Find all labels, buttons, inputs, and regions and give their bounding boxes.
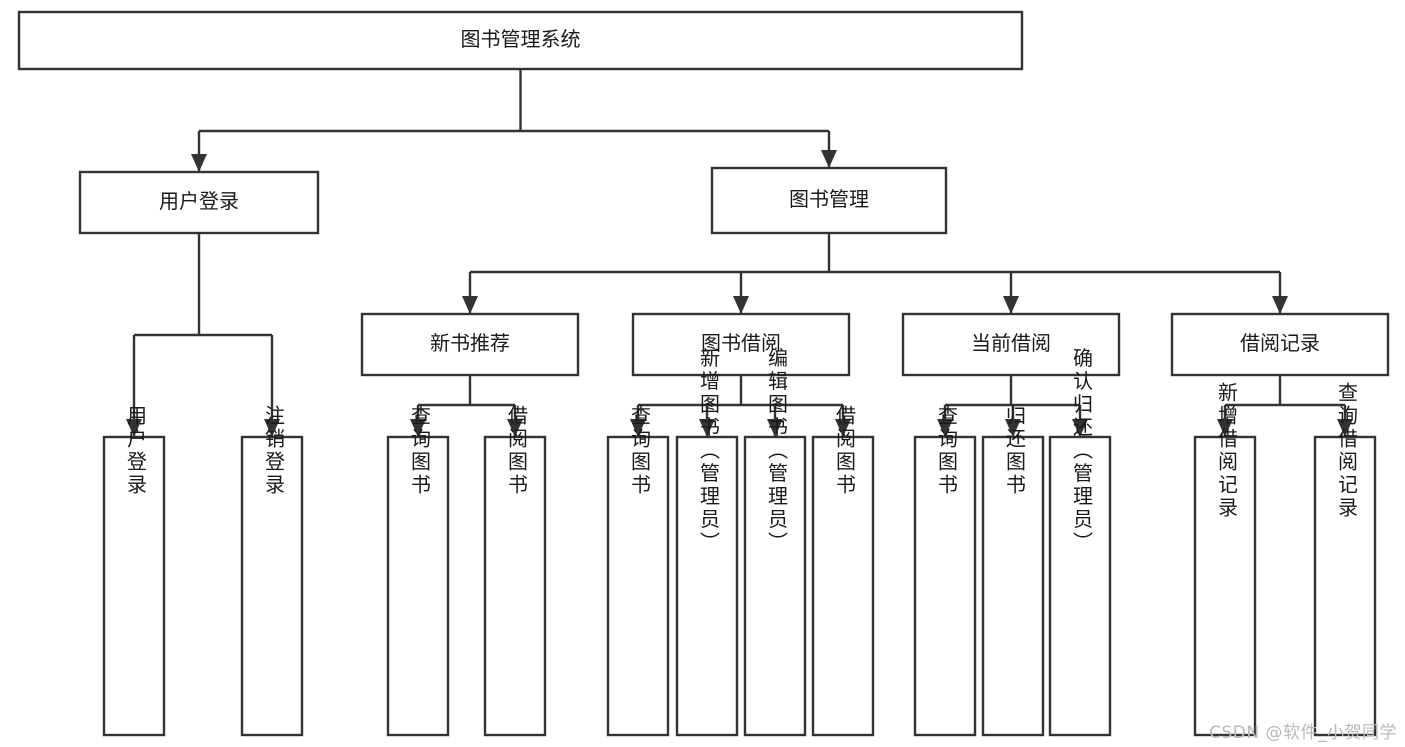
node-level3-new-book-recommend[interactable]: 新书推荐: [360, 312, 580, 377]
node-label: 查询借阅记录: [1335, 382, 1359, 520]
node-label: 当前借阅: [971, 331, 1051, 355]
node-level3-current-borrow[interactable]: 当前借阅: [901, 312, 1121, 377]
connector-book-management-to-level3: [462, 233, 1288, 314]
node-label: 确认归还（管理员）: [1070, 347, 1094, 554]
node-leaf-leaf-current-query-book[interactable]: 查询图书: [913, 405, 977, 737]
node-label: 查询图书: [628, 405, 652, 497]
arrow-head-icon: [821, 150, 837, 168]
arrow-head-icon: [733, 296, 749, 314]
node-leaf-leaf-borrow-add-book[interactable]: 新增图书（管理员）: [675, 347, 739, 737]
arrow-head-icon: [630, 419, 646, 437]
node-root-root[interactable]: 图书管理系统: [17, 10, 1024, 71]
arrow-head-icon: [1337, 419, 1353, 437]
node-leaf-leaf-borrow-query-book[interactable]: 查询图书: [606, 405, 670, 737]
arrow-head-icon: [264, 419, 280, 437]
node-label: 归还图书: [1003, 405, 1027, 497]
arrow-head-icon: [191, 154, 207, 172]
arrow-head-icon: [1003, 296, 1019, 314]
arrow-head-icon: [699, 419, 715, 437]
connector-user-login-to-leaves: [126, 233, 280, 437]
connector-root-to-level2: [191, 69, 837, 172]
node-leaf-leaf-current-return-book[interactable]: 归还图书: [981, 405, 1045, 737]
arrow-head-icon: [1072, 419, 1088, 437]
connector-borrow-to-leaves: [630, 375, 851, 437]
node-leaf-leaf-recommend-query-book[interactable]: 查询图书: [386, 405, 450, 737]
arrow-head-icon: [1272, 296, 1288, 314]
node-leaf-leaf-current-confirm-return[interactable]: 确认归还（管理员）: [1048, 347, 1112, 737]
node-leaf-leaf-record-add-record[interactable]: 新增借阅记录: [1193, 382, 1257, 737]
node-label: 借阅图书: [505, 405, 529, 497]
node-label: 新增图书（管理员）: [697, 347, 721, 554]
node-label: 编辑图书（管理员）: [765, 347, 789, 554]
arrow-head-icon: [126, 419, 142, 437]
node-label: 借阅记录: [1240, 331, 1320, 355]
node-level2-user-login[interactable]: 用户登录: [78, 170, 320, 235]
arrow-head-icon: [835, 419, 851, 437]
node-label: 图书借阅: [701, 331, 781, 355]
node-level3-book-borrow[interactable]: 图书借阅: [631, 312, 851, 377]
node-level3-borrow-record[interactable]: 借阅记录: [1170, 312, 1390, 377]
connector-layer: [126, 69, 1353, 437]
arrow-head-icon: [507, 419, 523, 437]
arrow-head-icon: [462, 296, 478, 314]
node-label: 查询图书: [408, 405, 432, 497]
connector-recommend-to-leaves: [410, 375, 523, 437]
node-leaf-leaf-record-query-record[interactable]: 查询借阅记录: [1313, 382, 1377, 737]
node-label: 注销登录: [262, 405, 286, 497]
arrow-head-icon: [767, 419, 783, 437]
node-label: 图书管理系统: [461, 27, 581, 51]
node-level2-book-management[interactable]: 图书管理: [710, 166, 948, 235]
arrow-head-icon: [1217, 419, 1233, 437]
arrow-head-icon: [410, 419, 426, 437]
node-label: 用户登录: [124, 405, 148, 497]
node-leaf-leaf-user-login[interactable]: 用户登录: [102, 405, 166, 737]
node-label: 查询图书: [935, 405, 959, 497]
node-layer: 图书管理系统用户登录图书管理新书推荐图书借阅当前借阅借阅记录用户登录注销登录查询…: [17, 10, 1390, 737]
node-label: 用户登录: [159, 189, 239, 213]
connector-record-to-leaves: [1217, 375, 1353, 437]
arrow-head-icon: [937, 419, 953, 437]
node-leaf-leaf-borrow-edit-book[interactable]: 编辑图书（管理员）: [743, 347, 807, 737]
node-label: 图书管理: [789, 187, 869, 211]
arrow-head-icon: [1005, 419, 1021, 437]
node-leaf-leaf-user-logout[interactable]: 注销登录: [240, 405, 304, 737]
node-label: 新书推荐: [430, 331, 510, 355]
node-label: 借阅图书: [833, 405, 857, 497]
connector-current-to-leaves: [937, 375, 1088, 437]
node-leaf-leaf-recommend-borrow-book[interactable]: 借阅图书: [483, 405, 547, 737]
node-leaf-leaf-borrow-borrow-book[interactable]: 借阅图书: [811, 405, 875, 737]
node-label: 新增借阅记录: [1215, 382, 1239, 520]
